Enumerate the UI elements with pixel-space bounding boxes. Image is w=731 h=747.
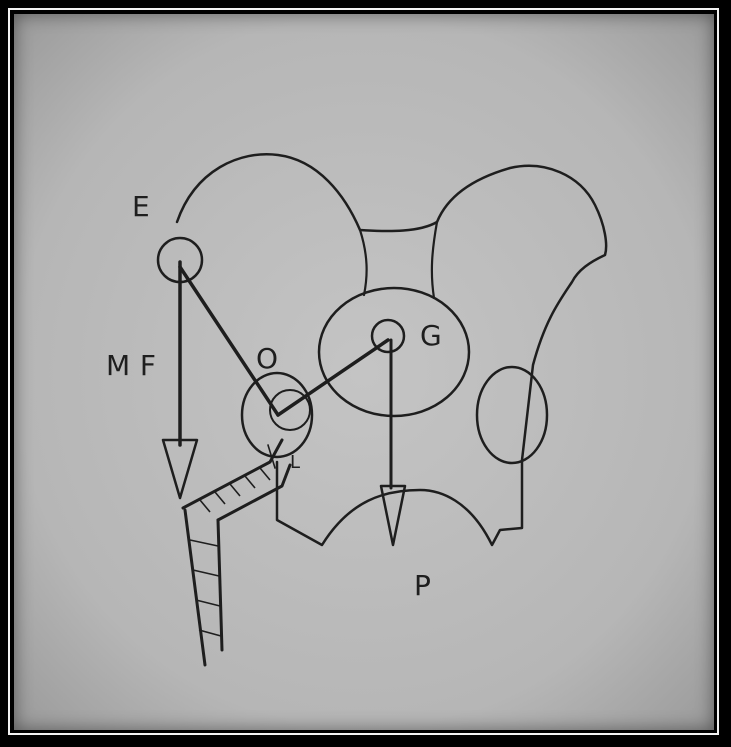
right-acetabulum bbox=[475, 365, 549, 465]
label-l: L bbox=[290, 452, 300, 473]
pelvis-outline bbox=[175, 153, 608, 547]
femur-shaft-right bbox=[216, 518, 224, 652]
label-p: P bbox=[414, 569, 431, 602]
femur-hatching bbox=[189, 467, 271, 637]
femur-neck-joint-line bbox=[267, 444, 276, 469]
p-arrow-head bbox=[379, 484, 407, 547]
left-acetabulum bbox=[240, 371, 314, 459]
inner-border bbox=[8, 8, 719, 735]
lever-arm-o-g bbox=[276, 338, 390, 417]
diagram-canvas bbox=[14, 14, 714, 730]
mf-arrow-head bbox=[161, 438, 199, 500]
sacrum-right-edge bbox=[430, 220, 439, 300]
point-g-circle bbox=[370, 318, 406, 354]
sacrum-left-edge bbox=[358, 228, 368, 297]
label-mf: MF bbox=[106, 349, 156, 382]
femur-shaft-left bbox=[183, 508, 207, 667]
label-o: O bbox=[256, 342, 278, 375]
central-oval bbox=[317, 286, 471, 418]
femur-neck-lower bbox=[216, 463, 292, 522]
label-g: G bbox=[420, 319, 442, 352]
femoral-head bbox=[269, 389, 311, 431]
femur-neck-upper bbox=[181, 438, 284, 510]
label-e: E bbox=[132, 190, 150, 223]
lever-arm-e-o bbox=[178, 265, 280, 417]
